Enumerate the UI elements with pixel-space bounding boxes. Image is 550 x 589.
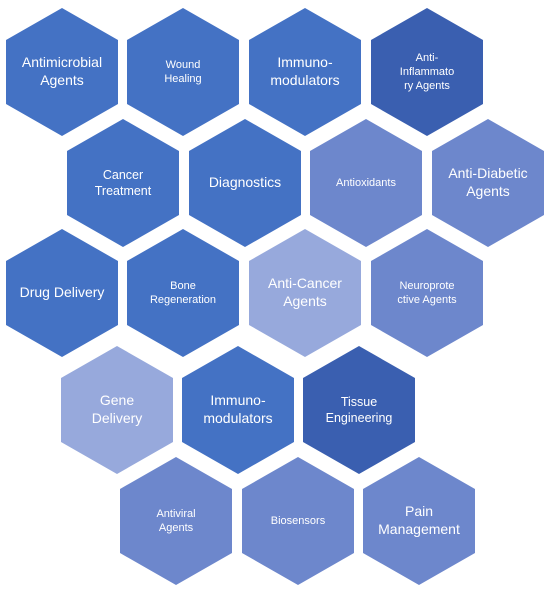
hex-label: Neuroprote ctive Agents [397, 279, 457, 306]
hex-drug-delivery: Drug Delivery [6, 229, 118, 357]
hex-bone-regeneration: Bone Regeneration [127, 229, 239, 357]
hex-label: Biosensors [270, 514, 326, 527]
hex-pain-management: Pain Management [363, 457, 475, 585]
hex-anti-diabetic-agents: Anti-Diabetic Agents [432, 119, 544, 247]
hex-anti-inflammatory-agents: Anti- Inflammato ry Agents [371, 8, 483, 136]
hex-label: Gene Delivery [91, 392, 143, 426]
hex-label: Drug Delivery [19, 284, 105, 301]
hex-label: Anti- Inflammato ry Agents [399, 51, 455, 93]
hex-label: Antiviral Agents [156, 507, 196, 534]
hex-anti-cancer-agents: Anti-Cancer Agents [249, 229, 361, 357]
hex-label: Immuno- modulators [270, 54, 340, 88]
hex-neuroprotective-agents: Neuroprote ctive Agents [371, 229, 483, 357]
hex-label: Antimicrobial Agents [21, 54, 103, 88]
hex-diagnostics: Diagnostics [189, 119, 301, 247]
hex-label: Antioxidants [336, 176, 396, 189]
hex-label: Tissue Engineering [325, 395, 393, 425]
hex-label: Wound Healing [164, 58, 202, 85]
hex-biosensors: Biosensors [242, 457, 354, 585]
hex-label: Diagnostics [208, 174, 282, 191]
hex-cancer-treatment: Cancer Treatment [67, 119, 179, 247]
hex-antimicrobial-agents: Antimicrobial Agents [6, 8, 118, 136]
hex-label: Anti-Diabetic Agents [448, 165, 528, 199]
hex-label: Immuno- modulators [203, 392, 273, 426]
hex-gene-delivery: Gene Delivery [61, 346, 173, 474]
hex-label: Bone Regeneration [149, 279, 217, 306]
hex-immunomodulators-2: Immuno- modulators [182, 346, 294, 474]
hex-wound-healing: Wound Healing [127, 8, 239, 136]
hex-label: Anti-Cancer Agents [268, 275, 342, 309]
hex-antiviral-agents: Antiviral Agents [120, 457, 232, 585]
hex-immunomodulators-1: Immuno- modulators [249, 8, 361, 136]
hex-tissue-engineering: Tissue Engineering [303, 346, 415, 474]
hex-label: Pain Management [378, 503, 460, 537]
hex-label: Cancer Treatment [94, 168, 152, 198]
hex-antioxidants: Antioxidants [310, 119, 422, 247]
